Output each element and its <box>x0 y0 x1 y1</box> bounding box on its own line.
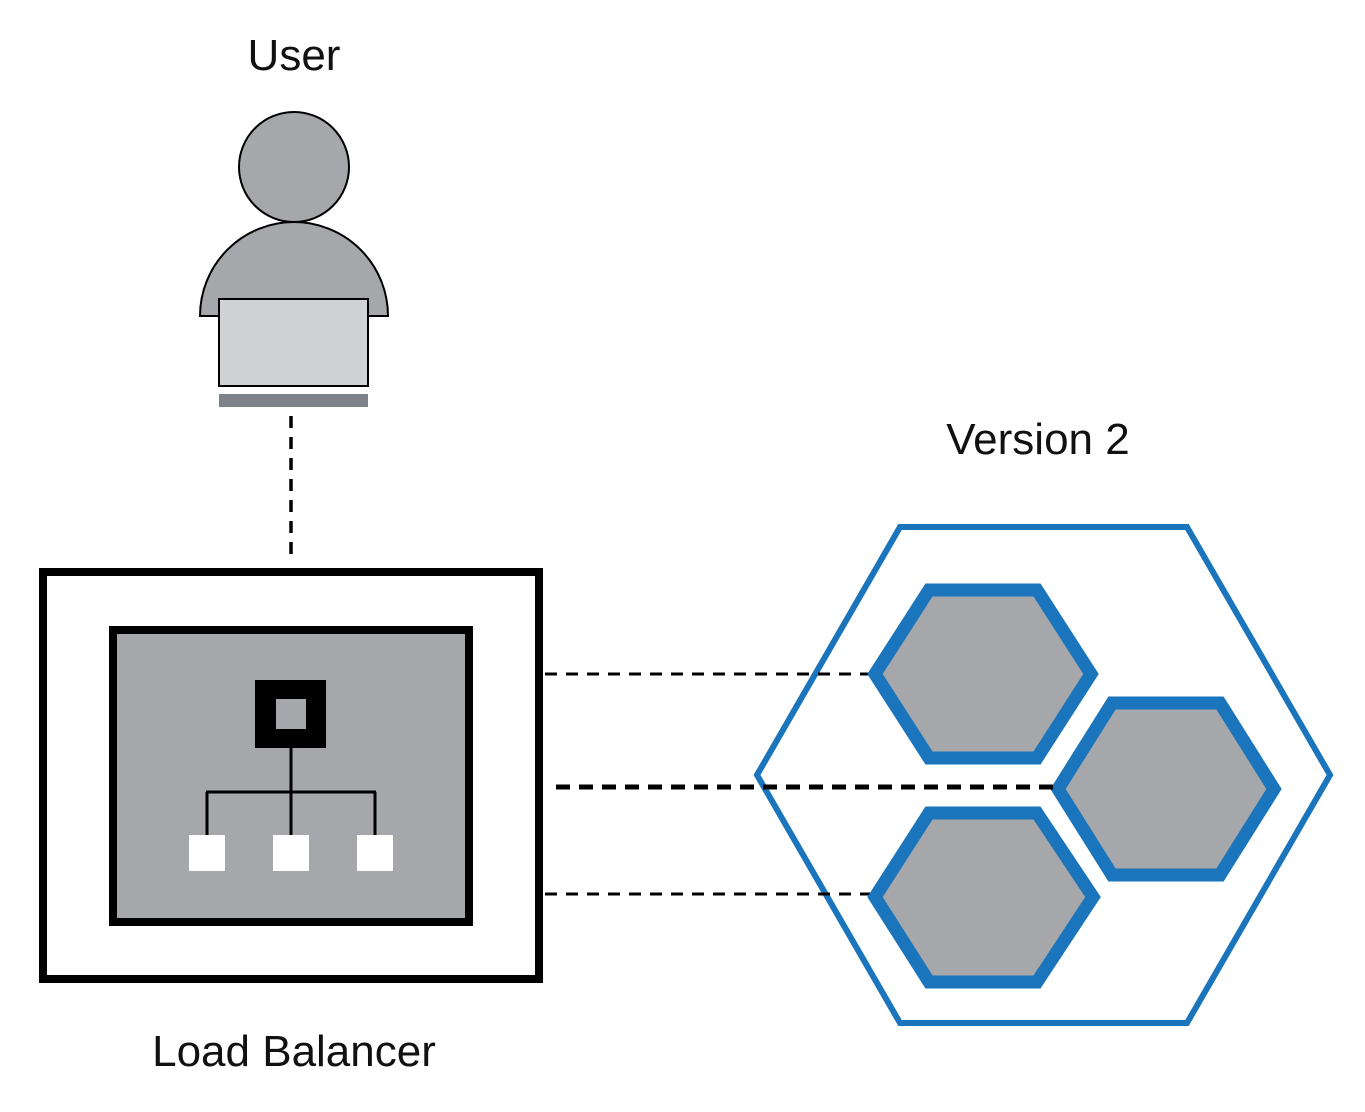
service-hexagon <box>867 583 1099 765</box>
version-label: Version 2 <box>946 415 1129 464</box>
laptop-base <box>219 394 368 407</box>
user-head <box>238 111 350 223</box>
child-node <box>189 835 225 871</box>
network-hierarchy-icon <box>39 568 543 983</box>
service-hexagon <box>867 806 1101 989</box>
root-node-core <box>276 699 306 729</box>
child-node <box>273 835 309 871</box>
child-node <box>357 835 393 871</box>
user-label: User <box>248 31 341 80</box>
laptop-screen <box>218 298 369 387</box>
load-balancer-label: Load Balancer <box>152 1027 436 1076</box>
service-hexagon <box>1050 696 1282 882</box>
hexagon-cluster-icon <box>867 583 1282 989</box>
user-with-laptop-icon <box>198 111 390 407</box>
user-body <box>198 221 390 317</box>
